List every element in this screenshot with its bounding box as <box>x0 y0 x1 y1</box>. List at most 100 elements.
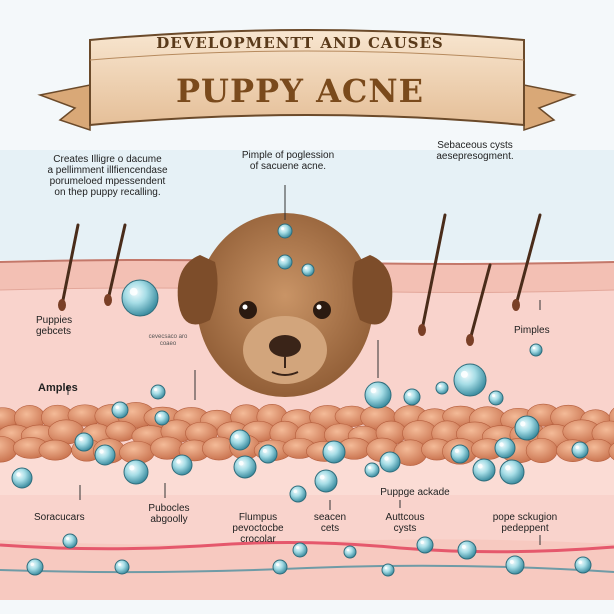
label-soracucars: Soracucars <box>34 512 85 523</box>
hair-follicle-icon <box>514 213 542 307</box>
cyst-bubble-icon <box>499 459 525 485</box>
cyst-highlight <box>420 540 424 544</box>
cyst-bubble-icon <box>289 485 307 503</box>
cyst-highlight <box>296 546 300 550</box>
follicle-bulb <box>58 299 66 311</box>
cyst-highlight <box>460 370 468 378</box>
cyst-bubble-icon <box>343 545 357 559</box>
follicle-bulb <box>466 334 474 346</box>
cyst-highlight <box>281 227 285 231</box>
cyst-highlight <box>276 563 280 567</box>
cyst-bubble-icon <box>229 429 251 451</box>
ribbon-banner-icon <box>37 29 577 132</box>
cyst-bubble-icon <box>322 440 346 464</box>
label-pubocles: Pubocles abgoolly <box>148 503 190 525</box>
cyst-highlight <box>461 544 466 549</box>
label-auttcous: Auttcous cysts <box>385 512 425 534</box>
fat-cell <box>525 438 558 463</box>
cyst-highlight <box>262 448 267 453</box>
cyst-highlight <box>293 489 297 493</box>
cyst-highlight <box>499 442 504 447</box>
cyst-bubble-icon <box>505 555 525 575</box>
cyst-bubble-icon <box>258 444 278 464</box>
label-seacen: seacen cets <box>313 512 347 534</box>
cyst-bubble-icon <box>233 455 257 479</box>
cyst-highlight <box>532 346 536 350</box>
banner-title: PUPPY ACNE <box>175 72 424 110</box>
cyst-bubble-icon <box>494 437 516 459</box>
cyst-bubble-icon <box>111 401 129 419</box>
follicle-bulb <box>418 324 426 336</box>
cyst-highlight <box>30 562 34 566</box>
label-small: cevecsaco aro coaeo <box>148 334 188 347</box>
cyst-highlight <box>509 559 514 564</box>
label-pimples: Pimples <box>514 325 550 336</box>
cyst-bubble-icon <box>121 279 159 317</box>
cyst-bubble-icon <box>457 540 477 560</box>
cyst-highlight <box>176 459 181 464</box>
cyst-bubble-icon <box>381 563 395 577</box>
cyst-highlight <box>234 434 239 439</box>
fat-cell <box>38 439 72 461</box>
cyst-bubble-icon <box>150 384 166 400</box>
label-puppies-gebcets: Puppies gebcets <box>36 315 73 337</box>
cyst-bubble-icon <box>453 363 487 397</box>
cyst-bubble-icon <box>154 410 170 426</box>
cyst-bubble-icon <box>123 459 149 485</box>
cyst-highlight <box>281 258 285 262</box>
annotation-top-left: Creates Illigre o dacume a pellimment il… <box>47 154 168 198</box>
cyst-highlight <box>115 405 119 409</box>
fat-cell <box>608 442 614 461</box>
cyst-highlight <box>368 466 372 470</box>
cyst-highlight <box>66 537 70 541</box>
cyst-bubble-icon <box>114 559 130 575</box>
cyst-bubble-icon <box>571 441 589 459</box>
banner-subtitle: DEVELOPMENTT AND CAUSES <box>156 34 444 52</box>
cyst-highlight <box>129 287 138 296</box>
cyst-bubble-icon <box>364 462 380 478</box>
cyst-highlight <box>384 456 389 461</box>
fat-cell <box>105 420 137 442</box>
cyst-highlight <box>238 460 244 466</box>
pointer-lines <box>67 185 541 545</box>
label-puppe-ackade: Puppge ackade <box>380 487 450 498</box>
cyst-bubble-icon <box>26 558 44 576</box>
cyst-bubble-icon <box>403 388 421 406</box>
hair-follicle-icon <box>468 263 492 342</box>
cyst-bubble-icon <box>94 444 116 466</box>
cyst-highlight <box>575 445 579 449</box>
cyst-highlight <box>16 472 21 477</box>
cyst-highlight <box>304 266 308 270</box>
follicle-bulb <box>104 294 112 306</box>
cyst-bubble-icon <box>277 254 293 270</box>
cyst-highlight <box>384 566 388 570</box>
cyst-bubble-icon <box>277 223 293 239</box>
cyst-highlight <box>99 449 104 454</box>
cyst-highlight <box>327 445 333 451</box>
cyst-highlight <box>477 463 483 469</box>
cyst-bubble-icon <box>364 381 392 409</box>
hair-follicle-icon <box>60 223 80 307</box>
cyst-bubble-icon <box>435 381 449 395</box>
puppy-face-icon <box>177 213 393 397</box>
cyst-highlight <box>370 387 377 394</box>
cyst-bubbles <box>11 223 592 577</box>
cyst-highlight <box>407 392 411 396</box>
cyst-bubble-icon <box>379 451 401 473</box>
cyst-highlight <box>346 548 350 552</box>
cyst-highlight <box>154 388 158 392</box>
cyst-bubble-icon <box>529 343 543 357</box>
hair-follicle-icon <box>420 213 447 332</box>
cyst-highlight <box>505 465 511 471</box>
annotation-top-right: Sebaceous cysts aesepresogment. <box>436 140 514 162</box>
cyst-bubble-icon <box>171 454 193 476</box>
label-pope: pope sckugion pedeppent <box>492 512 558 534</box>
cyst-highlight <box>492 394 496 398</box>
cyst-bubble-icon <box>292 542 308 558</box>
hair-follicles <box>58 213 542 346</box>
cyst-bubble-icon <box>514 415 540 441</box>
hair-follicle-icon <box>106 223 127 302</box>
cyst-bubble-icon <box>488 390 504 406</box>
cyst-highlight <box>129 465 135 471</box>
cyst-highlight <box>319 474 325 480</box>
